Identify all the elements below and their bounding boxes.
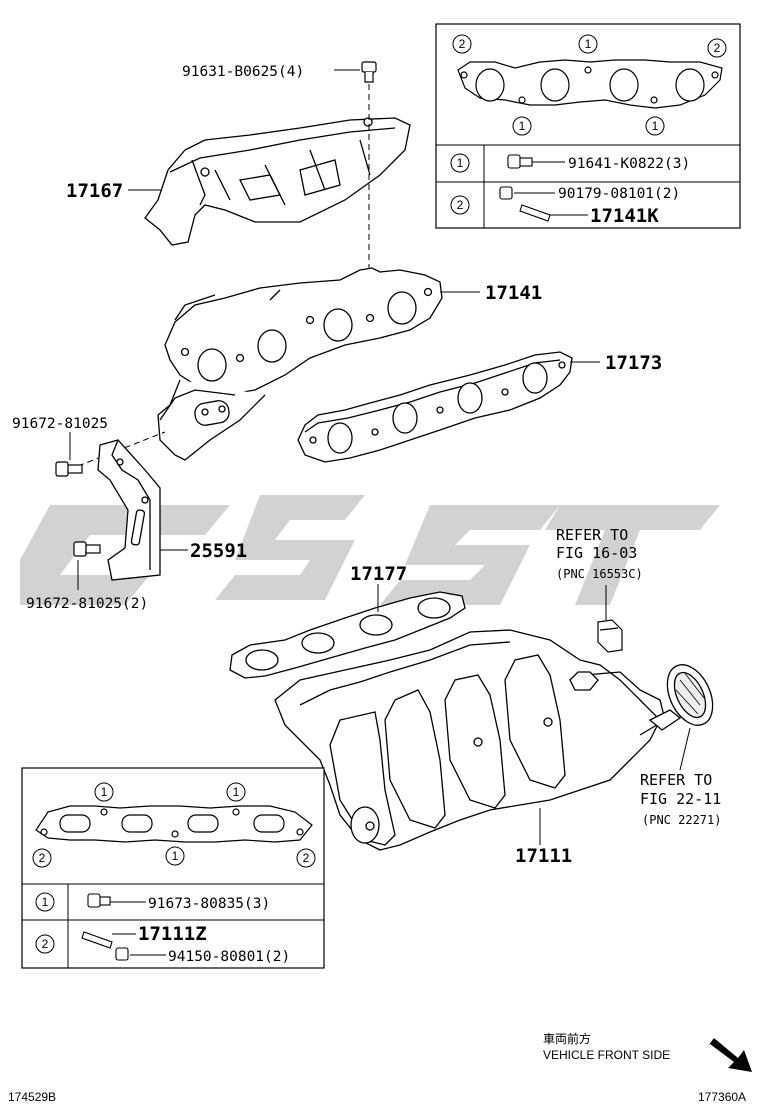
marker-1-icon: 1: [94, 782, 114, 802]
ref-top-line1: REFER TO: [556, 526, 628, 544]
inset-gasket-icon: [35, 805, 313, 843]
stud-17141k-icon: [519, 204, 551, 222]
nut-90179-icon: [499, 186, 513, 200]
row1-key-icon: 1: [450, 153, 470, 173]
label-17167: 17167: [66, 180, 123, 202]
marker-2-icon: 2: [296, 848, 316, 868]
label-91672-single: 91672-81025: [12, 416, 108, 432]
label-17111: 17111: [515, 845, 572, 867]
label-25591: 25591: [190, 540, 247, 562]
bolt-91672-icon: [55, 461, 83, 477]
intake-manifold-17111: [274, 629, 682, 851]
footer-code-right: 177360A: [698, 1090, 746, 1104]
label-91631: 91631-B0625(4): [182, 64, 304, 80]
inset-top: 2 1 2 1 1 1 91641-K0822(3): [435, 23, 741, 229]
ref-top-line2: FIG 16-03: [556, 544, 637, 562]
row1-key-icon: 1: [35, 892, 55, 912]
row2-key: 2: [42, 937, 49, 951]
arrow-down-right-icon: [708, 1038, 752, 1072]
footer-code-left: 174529B: [8, 1090, 56, 1104]
marker-label: 2: [303, 851, 310, 865]
part-17111z: 17111Z: [138, 923, 207, 945]
label-91672-pair: 91672-81025(2): [26, 596, 148, 612]
marker-label: 1: [519, 119, 526, 133]
ref-side-line3: (PNC 22271): [642, 813, 721, 827]
label-17177: 17177: [350, 563, 407, 585]
row2-key-icon: 2: [450, 195, 470, 215]
leader-line: [679, 727, 691, 771]
dashed-guide-line: [77, 431, 166, 467]
bolt-91672-pair-icon: [73, 541, 101, 557]
part-91641: 91641-K0822(3): [568, 156, 690, 172]
marker-label: 2: [39, 851, 46, 865]
inset-bottom: 1 1 2 1 2 1 91673-80835(3): [21, 767, 325, 969]
part-90179: 90179-08101(2): [558, 186, 680, 202]
part-91673: 91673-80835(3): [148, 896, 270, 912]
marker-2-icon: 2: [32, 848, 52, 868]
row2-key-icon: 2: [35, 934, 55, 954]
gasket-17177: [229, 591, 466, 679]
marker-1-icon: 1: [645, 116, 665, 136]
row2-key: 2: [457, 198, 464, 212]
nut-94150-icon: [115, 947, 129, 961]
marker-2-icon: 2: [452, 34, 472, 54]
marker-label: 1: [233, 785, 240, 799]
part-94150: 94150-80801(2): [168, 949, 290, 965]
marker-1-icon: 1: [512, 116, 532, 136]
marker-1-icon: 1: [226, 782, 246, 802]
heat-insulator-17167: [144, 117, 411, 246]
marker-label: 1: [585, 37, 592, 51]
ref-side-line1: REFER TO: [640, 771, 712, 789]
marker-2-icon: 2: [707, 38, 727, 58]
label-17141: 17141: [485, 282, 542, 304]
bracket-25591: [97, 439, 161, 581]
clip-icon: [597, 619, 623, 653]
label-17173: 17173: [605, 352, 662, 374]
bolt-91631-icon: [361, 61, 377, 83]
stud-17111z-icon: [81, 931, 113, 949]
marker-label: 1: [101, 785, 108, 799]
bolt-91673-icon: [87, 893, 111, 908]
marker-label: 1: [652, 119, 659, 133]
gasket-17173: [297, 351, 573, 463]
row1-key: 1: [42, 895, 49, 909]
part-17141k: 17141K: [590, 205, 659, 227]
direction-japanese: 車両前方: [543, 1031, 591, 1046]
marker-1-icon: 1: [165, 846, 185, 866]
marker-label: 2: [459, 37, 466, 51]
ref-top-line3: (PNC 16553C): [556, 567, 643, 581]
marker-label: 1: [172, 849, 179, 863]
exhaust-manifold-17141: [157, 267, 443, 461]
marker-label: 2: [714, 41, 721, 55]
watermark-logo: [20, 495, 720, 605]
bolt-91641-icon: [507, 154, 533, 169]
direction-english: VEHICLE FRONT SIDE: [543, 1048, 670, 1062]
row1-key: 1: [457, 156, 464, 170]
ref-side-line2: FIG 22-11: [640, 790, 721, 808]
throttle-gasket-icon: [666, 664, 714, 726]
inset-gasket-icon: [457, 59, 723, 109]
marker-1-icon: 1: [578, 34, 598, 54]
